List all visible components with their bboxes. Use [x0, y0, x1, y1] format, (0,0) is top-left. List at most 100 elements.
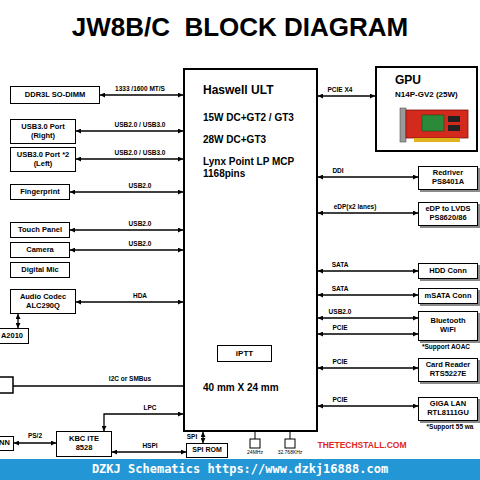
bus-connector [76, 301, 183, 302]
crystal-label: 32.768KHz [278, 450, 303, 456]
banner-text: DZKJ Schematics https://www.dzkj16888.co… [92, 462, 388, 476]
device-box: Touch Panel [10, 222, 70, 238]
signal-label: HDA [132, 292, 148, 299]
box-label: GIGA LAN RTL8111GU [422, 400, 474, 417]
box-label: Card Reader RTS5227E [422, 361, 474, 378]
bus-connector [76, 158, 183, 159]
signal-label: 1333 /1600 MT/S [114, 85, 166, 92]
signal-label: HSPI [141, 442, 158, 449]
box-label: 15W DC+GT2 / GT3 [203, 112, 311, 124]
bus-connector [318, 317, 418, 318]
box-label: Camera [26, 246, 54, 255]
usb-port-box: USB3.0 Port *2 (Left) [10, 147, 76, 172]
bus-connector [70, 191, 183, 192]
crystal-symbols [250, 432, 295, 448]
bus-label: I2C or SMBus [109, 375, 151, 382]
watermark: THETECHSTALL.COM [317, 441, 406, 450]
iptt-block: iPTT [217, 345, 272, 362]
chip-box: Card Reader RTS5227E [418, 358, 478, 382]
signal-label: USB2.0 / USB3.0 [114, 149, 167, 156]
signal-label: eDP(x2 lanes) [333, 203, 378, 210]
signal-label: SATA [331, 285, 350, 292]
bus-connector [318, 95, 375, 96]
bus-connector [318, 176, 418, 177]
box-label: KBC ITE 8528 [60, 435, 108, 452]
device-box: Digital Mic [10, 262, 70, 278]
box-label: GPU [395, 74, 475, 88]
bus-connector [202, 432, 203, 443]
device-box: Camera [10, 242, 70, 258]
bus-connector [318, 333, 418, 334]
box-label: DDR3L SO-DIMM [25, 91, 85, 100]
spi-rom-box: SPI ROM [186, 443, 228, 458]
box-label: Audio Codec ALC290Q [14, 293, 72, 310]
box-label: USB3.0 Port *2 (Left) [14, 151, 72, 168]
i2c-bus-line [0, 377, 183, 393]
signal-label: USB2.0 [128, 240, 153, 247]
bus-connector [318, 405, 418, 406]
bus-connector [104, 414, 183, 431]
box-label: Bluetooth WiFi [422, 317, 474, 334]
gpu-box: GPU N14P-GV2 (25W) [375, 66, 478, 152]
kbc-box: KBC ITE 8528 [56, 431, 112, 457]
bus-connector [318, 270, 418, 271]
bus-connector [318, 212, 418, 213]
bus-connector [17, 314, 18, 328]
chip-box: eDP to LVDS PS8620/86 [418, 202, 478, 226]
memory-box: DDR3L SO-DIMM [10, 86, 100, 104]
bus-connector [100, 94, 183, 95]
note-text: *Support 55 wa [427, 423, 474, 430]
box-label: N14P-GV2 (25W) [395, 90, 475, 99]
cpu-block: Haswell ULT 15W DC+GT2 / GT3 28W DC+GT3Lyn… [183, 68, 318, 432]
chip-box: GIGA LAN RTL8111GU [418, 397, 478, 421]
box-label: Redriver PS8401A [422, 169, 474, 186]
bus-connector [112, 451, 186, 452]
signal-label: USB2.0 / USB3.0 [114, 121, 167, 128]
usb-port-box: USB3.0 Port (Right) [10, 119, 76, 144]
diagram-title: JW8B/C BLOCK DIAGRAM [0, 12, 480, 43]
bus-connector [76, 130, 183, 131]
box-label: 28W DC+GT3 [203, 134, 311, 146]
graphics-card-icon [400, 108, 468, 142]
connector-box: NN [0, 436, 14, 451]
connector-box: HDD Conn [418, 263, 478, 279]
box-label: NN [0, 439, 10, 448]
signal-label: SATA [331, 261, 350, 268]
box-label: SPI ROM [192, 446, 222, 454]
crystal-label: 24MHz [247, 450, 263, 456]
box-label: Haswell ULT [203, 84, 311, 98]
box-label: Fingerprint [20, 188, 60, 197]
signal-label: PCIE [331, 396, 348, 403]
signal-label: PCIE [331, 324, 348, 331]
signal-label: SPI [186, 433, 198, 440]
signal-label: PCIE [331, 358, 348, 365]
box-label: A2010 [1, 332, 23, 341]
bus-connector [318, 367, 418, 368]
box-label: mSATA Conn [425, 292, 472, 301]
box-label: HDD Conn [429, 267, 467, 276]
box-label: Digital Mic [21, 266, 59, 275]
signal-label: USB2.0 [128, 182, 153, 189]
chip-box: Redriver PS8401A [418, 166, 478, 190]
signal-label: PCIE X4 [327, 86, 354, 93]
box-label: 40 mm X 24 mm [203, 382, 311, 394]
bus-connector [318, 294, 418, 295]
box-label: Touch Panel [18, 226, 62, 235]
signal-label: USB2.0 [128, 220, 153, 227]
box-label: Lynx Point LP MCP 1168pins [203, 156, 311, 179]
bus-connector [70, 249, 183, 250]
bus-connector [70, 229, 183, 230]
bus-connector [14, 442, 56, 443]
box-label: eDP to LVDS PS8620/86 [422, 205, 474, 222]
box-label: USB3.0 Port (Right) [14, 123, 72, 140]
signal-label: DDI [331, 167, 344, 174]
box-label: iPTT [236, 349, 253, 358]
signal-label: USB2.0 [328, 308, 353, 315]
signal-label: PS/2 [27, 432, 43, 439]
amp-box: A2010 [0, 328, 29, 344]
wireless-box: Bluetooth WiFi [418, 311, 478, 341]
codec-box: Audio Codec ALC290Q [10, 289, 76, 314]
signal-label: LPC [143, 404, 158, 411]
connector-box: mSATA Conn [418, 288, 478, 304]
